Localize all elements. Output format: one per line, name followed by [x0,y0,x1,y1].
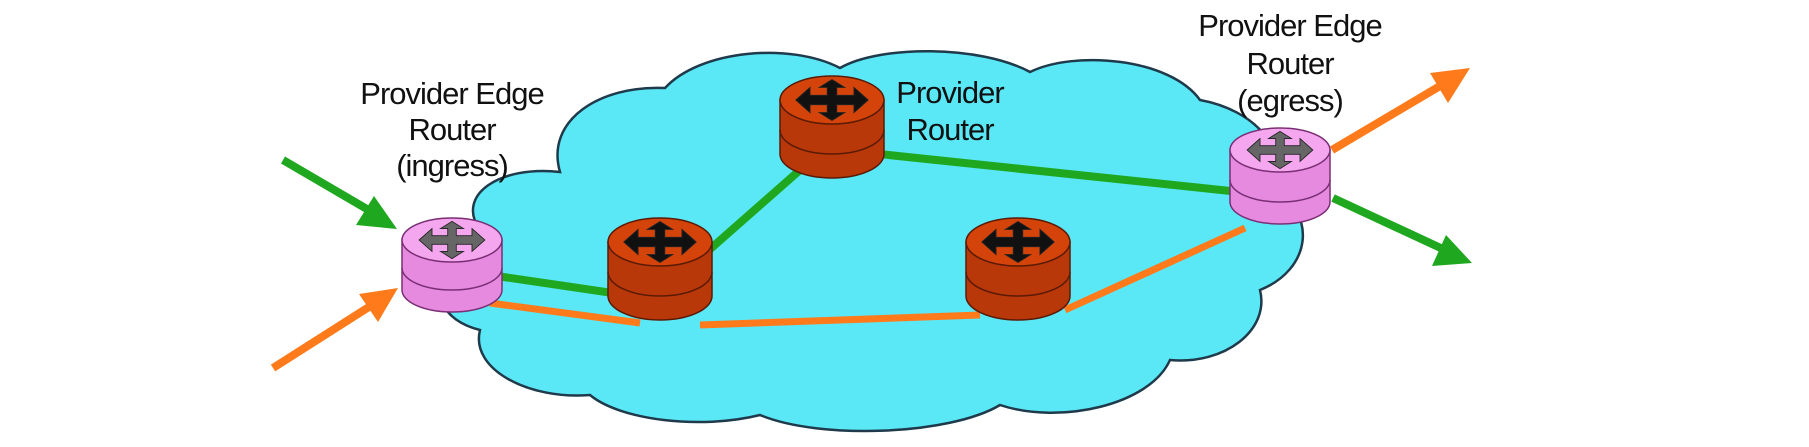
ingress-edge-router [401,217,503,313]
traffic-arrows [270,68,1472,372]
provider-label-line1: Provider [896,75,1004,110]
router-band [779,129,885,155]
cloud-shape [440,49,1305,433]
egress-edge-router [1229,127,1331,225]
orange-path-segment-2 [699,311,981,329]
ingress-label-line1: Provider Edge [360,76,543,111]
provider-router-label: Provider Router [896,75,1005,147]
green-outgoing-arrowhead [1432,235,1472,266]
egress-label-line2: Router [1246,46,1334,81]
ingress-router-label: Provider Edge Router (ingress) [360,76,544,183]
egress-label-line1: Provider Edge [1198,8,1381,43]
core-router-1 [607,217,713,321]
orange-path-segment-3 [1063,224,1247,314]
orange-incoming-arrow-shaft [270,301,375,372]
router-band [401,267,503,291]
ingress-label-line3: (ingress) [396,148,508,183]
green-incoming-arrowhead [356,196,397,229]
core-router-provider [779,75,885,179]
egress-label-line3: (egress) [1237,83,1343,118]
green-path-segment-2 [697,166,803,262]
egress-router-label: Provider Edge Router (egress) [1198,8,1382,118]
ingress-label-line2: Router [408,112,496,147]
orange-outgoing-arrowhead [1430,68,1470,103]
green-path-segment-3 [859,148,1241,196]
green-incoming-arrow-shaft [280,156,375,216]
router-band [607,271,713,297]
orange-incoming-arrowhead [359,288,398,322]
orange-path-segment-1 [489,299,641,327]
label-switched-paths [489,148,1247,329]
router-band [965,271,1071,297]
orange-outgoing-arrow-shaft [1329,82,1443,154]
green-outgoing-arrow-shaft [1331,194,1447,254]
provider-label-line2: Router [906,112,994,147]
network-cloud [440,49,1305,433]
core-router-2 [965,217,1071,321]
router-band [1229,179,1331,203]
